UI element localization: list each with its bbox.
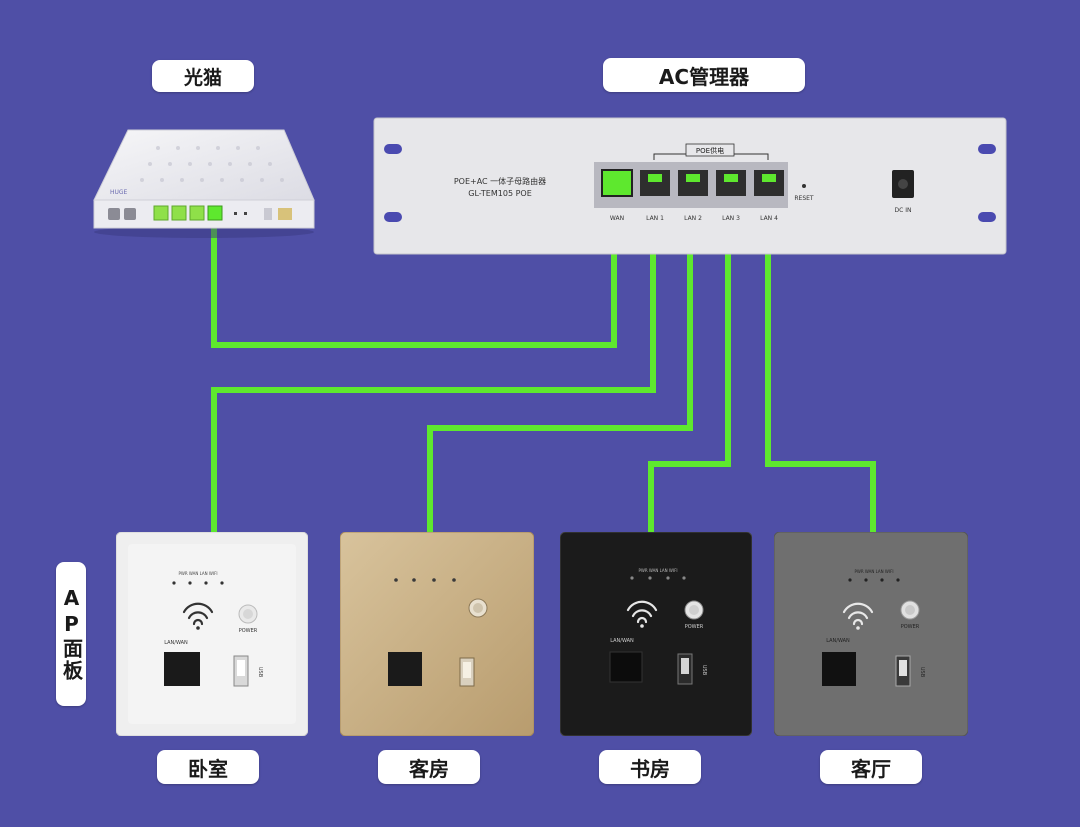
- power-label-study: POWER: [685, 624, 704, 630]
- cable-lan1-to-bedroom: [211, 186, 656, 535]
- wifi-icon: [182, 602, 214, 626]
- ac-model-line1: POE+AC 一体子母路由器: [454, 176, 546, 186]
- dc-in-label: DC IN: [895, 207, 912, 214]
- ac-model-line2: GL-TEM105 POE: [468, 189, 532, 198]
- lan-port: [388, 652, 422, 686]
- room-label-livingroom: 客厅: [820, 750, 922, 784]
- ap-panel-bedroom: PWR WAN LAN WIFI POWER LAN/WAN USB: [116, 532, 308, 736]
- cable-modem-to-wan: [211, 186, 617, 348]
- room-label-guestroom: 客房: [378, 750, 480, 784]
- cable-lan4-to-livingroom: [765, 186, 876, 535]
- ap-panel-livingroom: PWR WAN LAN WIFI POWER LAN/WAN USB: [774, 532, 968, 736]
- lan-label-livingroom: LAN/WAN: [826, 638, 850, 644]
- lan-port: [822, 652, 856, 686]
- lan-port: [609, 651, 643, 683]
- usb-label-livingroom: USB: [919, 667, 925, 678]
- indicator-labels-bedroom: PWR WAN LAN WIFI: [178, 571, 217, 576]
- lan-label-study: LAN/WAN: [610, 638, 634, 644]
- indicator-labels-study: PWR WAN LAN WIFI: [638, 568, 677, 573]
- cable-lan3-to-study: [648, 186, 731, 535]
- port-label-lan1: LAN 1: [646, 215, 664, 222]
- modem-brand-text: HUGE: [110, 189, 128, 196]
- port-lan3: [716, 170, 746, 196]
- wifi-icon: [842, 602, 874, 626]
- modem-label: 光猫: [152, 60, 254, 92]
- port-label-lan4: LAN 4: [760, 215, 778, 222]
- power-label-bedroom: POWER: [239, 628, 258, 634]
- room-label-study: 书房: [599, 750, 701, 784]
- power-label-livingroom: POWER: [901, 624, 920, 630]
- port-lan2: [678, 170, 708, 196]
- lan-port: [164, 652, 200, 686]
- ap-panel-guestroom: [340, 532, 534, 736]
- ap-panel-vertical-text: AP面板: [59, 586, 84, 682]
- reset-label: RESET: [794, 195, 814, 202]
- room-label-bedroom: 卧室: [157, 750, 259, 784]
- indicator-labels-livingroom: PWR WAN LAN WIFI: [854, 569, 893, 574]
- cable-lan2-to-guestroom: [427, 186, 693, 535]
- port-label-lan3: LAN 3: [722, 215, 740, 222]
- port-label-wan: WAN: [610, 215, 624, 222]
- port-lan4: [754, 170, 784, 196]
- ac-manager-label: AC管理器: [603, 58, 805, 92]
- ap-panel-study: PWR WAN LAN WIFI POWER LAN/WAN USB: [560, 532, 752, 736]
- port-wan: [601, 169, 633, 197]
- ac-manager-device: POE+AC 一体子母路由器 GL-TEM105 POE POE供电 WAN L…: [373, 117, 1007, 255]
- port-lan1: [640, 170, 670, 196]
- ap-panel-vertical-label: AP面板: [56, 562, 86, 706]
- lan-label-bedroom: LAN/WAN: [164, 640, 188, 646]
- usb-label-study: USB: [701, 665, 707, 676]
- usb-label-bedroom: USB: [257, 667, 263, 678]
- optical-modem: HUGE: [93, 129, 315, 238]
- port-label-lan2: LAN 2: [684, 215, 702, 222]
- wifi-icon: [626, 600, 658, 624]
- poe-group-label: POE供电: [696, 146, 724, 155]
